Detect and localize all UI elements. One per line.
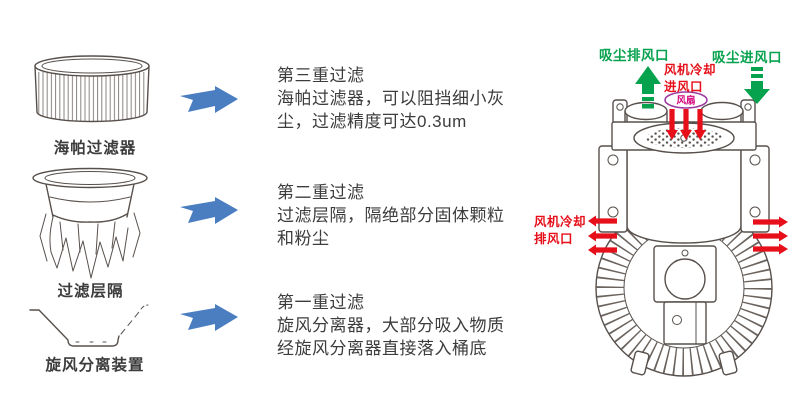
stage-1-title: 第一重过滤 xyxy=(277,293,365,312)
stage-1-description: 第一重过滤 旋风分离器，大部分吸入物质 经旋风分离器直接落入桶底 xyxy=(277,291,537,360)
blower-feet xyxy=(630,350,738,376)
blower-motor-body xyxy=(626,139,742,244)
stage-3-line-2: 尘，过滤精度可达0.3um xyxy=(277,112,467,131)
airflow-green-arrows xyxy=(635,66,770,109)
fan-cooling-exhaust-label: 风机冷却 排风口 xyxy=(534,214,586,247)
blower-junction-box xyxy=(653,245,717,345)
stage-3-description: 第三重过滤 海帕过滤器，可以阻挡细小灰 尘，过滤精度可达0.3um xyxy=(277,64,537,133)
dust-exhaust-label: 吸尘排风口 xyxy=(599,48,669,63)
blower-port-right xyxy=(700,101,744,123)
fan-cooling-intake-arrows-icon xyxy=(666,109,706,140)
flow-arrow-icons xyxy=(180,86,238,331)
dust-intake-down-arrow-icon xyxy=(744,67,770,104)
fan-cooling-exhaust-label-line1: 风机冷却 xyxy=(534,215,587,229)
blower-port-left xyxy=(624,101,668,123)
stage-2-line-1: 过滤层隔，隔绝部分固体颗粒 xyxy=(277,206,505,225)
stage-2-description: 第二重过滤 过滤层隔，隔绝部分固体颗粒 和粉尘 xyxy=(277,181,537,250)
hepa-filter-illustration xyxy=(34,55,150,123)
fan-cooling-exhaust-label-line2: 排风口 xyxy=(534,231,574,246)
dust-exhaust-up-arrow-icon xyxy=(635,66,661,109)
fan-ellipse xyxy=(664,91,708,109)
fan-label: 风扇 xyxy=(676,95,695,107)
flow-arrow-icon-1 xyxy=(180,86,238,113)
filter-layer-caption: 过滤层隔 xyxy=(57,283,124,300)
cyclone-illustration xyxy=(29,304,149,347)
stage-2-line-2: 和粉尘 xyxy=(277,229,330,248)
cyclone-caption: 旋风分离装置 xyxy=(45,357,145,374)
stage-3-line-1: 海帕过滤器，可以阻挡细小灰 xyxy=(277,89,505,108)
stage-3-title: 第三重过滤 xyxy=(277,66,365,85)
filter-layer-illustration xyxy=(32,167,148,279)
fan-cooling-intake-label: 风机冷却 进风口 xyxy=(664,62,716,95)
fan-cooling-intake-label-line1: 风机冷却 xyxy=(664,63,717,77)
fan-cooling-exhaust-arrows-right-icon xyxy=(753,216,788,255)
dust-intake-label: 吸尘进风口 xyxy=(712,50,782,65)
flow-arrow-icon-2 xyxy=(180,197,238,224)
stage-1-line-1: 旋风分离器，大部分吸入物质 xyxy=(277,316,505,335)
stage-1-line-2: 经旋风分离器直接落入桶底 xyxy=(277,339,487,358)
fan-cooling-intake-label-line2: 进风口 xyxy=(664,79,704,94)
cooling-red-arrows xyxy=(588,109,788,256)
flow-arrow-icon-3 xyxy=(180,304,238,331)
fan-cooling-exhaust-arrows-left-icon xyxy=(588,215,617,256)
hepa-filter-caption: 海帕过滤器 xyxy=(53,140,137,157)
stage-2-title: 第二重过滤 xyxy=(277,183,365,202)
blower-mount-plates xyxy=(598,145,770,233)
